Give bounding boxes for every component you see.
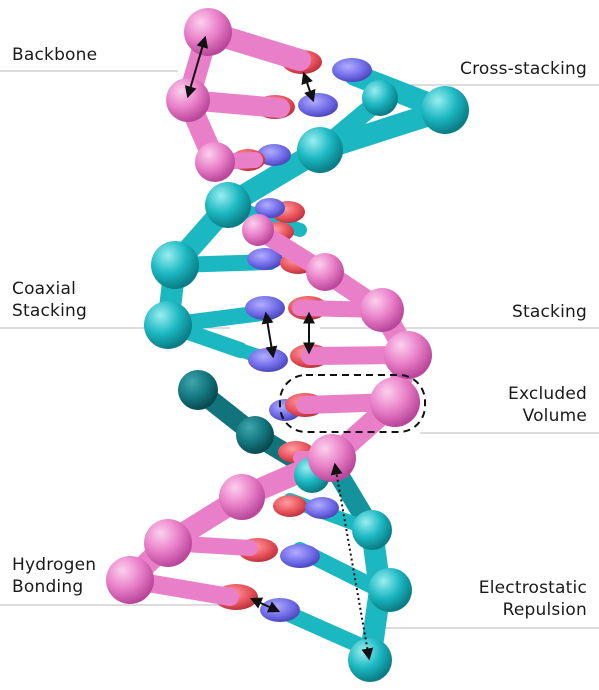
pink-sphere	[184, 8, 232, 56]
pink-sphere	[370, 377, 420, 427]
base-blue	[298, 93, 338, 117]
label-backbone-text: Backbone	[12, 44, 97, 66]
teal-sphere	[178, 370, 218, 410]
base-blue	[305, 497, 339, 519]
label-hydrogen-bonding-line2: Bonding	[12, 576, 96, 598]
label-cross-stacking-text: Cross-stacking	[460, 58, 587, 80]
teal-sphere	[205, 182, 251, 228]
pink-sphere	[166, 78, 210, 122]
label-backbone: Backbone	[12, 44, 97, 66]
label-electrostatic-repulsion-line2: Repulsion	[479, 599, 587, 621]
base-blue	[332, 58, 372, 82]
label-electrostatic-repulsion: Electrostatic Repulsion	[479, 577, 587, 621]
label-hydrogen-bonding: Hydrogen Bonding	[12, 554, 96, 598]
teal-sphere	[368, 568, 412, 612]
label-stacking: Stacking	[512, 301, 587, 323]
label-excluded-volume: Excluded Volume	[508, 383, 587, 427]
label-excluded-volume-line2: Volume	[508, 405, 587, 427]
teal-sphere	[421, 86, 469, 134]
base-blue	[245, 296, 285, 320]
teal-sphere	[348, 638, 392, 682]
base-blue	[260, 598, 300, 622]
label-hydrogen-bonding-line1: Hydrogen	[12, 554, 96, 576]
pink-sphere	[144, 519, 192, 567]
teal-sphere	[144, 301, 192, 349]
teal-sphere	[236, 416, 274, 454]
base-red	[273, 495, 307, 517]
label-coaxial-stacking-line1: Coaxial	[12, 278, 87, 300]
label-stacking-text: Stacking	[512, 301, 587, 323]
pink-sphere	[384, 331, 432, 379]
teal-sphere	[362, 80, 398, 116]
pink-sphere	[219, 474, 265, 520]
label-excluded-volume-line1: Excluded	[508, 383, 587, 405]
pink-sphere	[360, 288, 404, 332]
label-electrostatic-repulsion-line1: Electrostatic	[479, 577, 587, 599]
teal-sphere	[151, 241, 199, 289]
pink-sphere	[106, 556, 154, 604]
base-blue	[248, 348, 288, 372]
pink-sphere	[195, 142, 235, 182]
teal-sphere	[352, 510, 392, 550]
pink-sphere	[306, 253, 344, 291]
pink-sphere	[242, 214, 274, 246]
pink-sphere	[308, 434, 356, 482]
label-cross-stacking: Cross-stacking	[460, 58, 587, 80]
base-blue	[280, 544, 320, 568]
label-coaxial-stacking: Coaxial Stacking	[12, 278, 87, 322]
label-coaxial-stacking-line2: Stacking	[12, 300, 87, 322]
teal-sphere	[297, 127, 343, 173]
